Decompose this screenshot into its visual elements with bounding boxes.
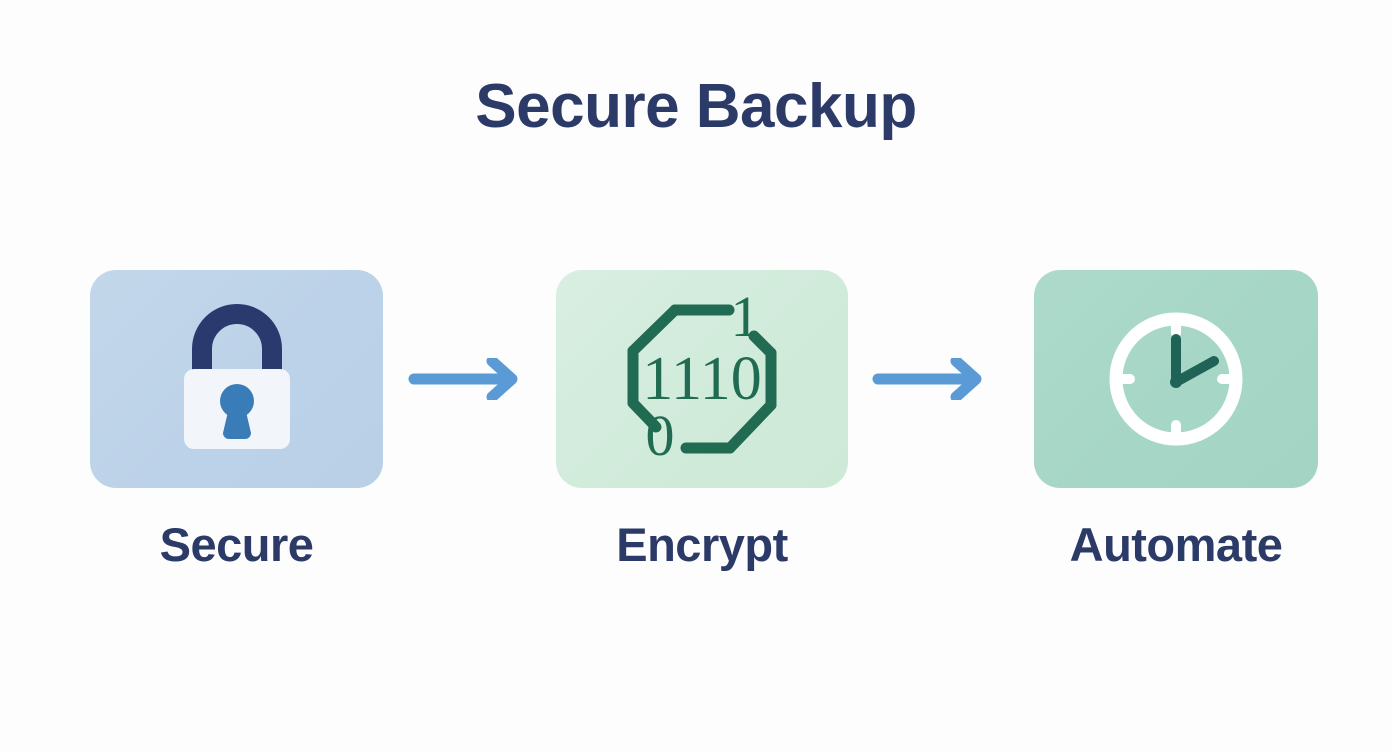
binary-octagon-icon: 1 1110 0 bbox=[627, 291, 777, 467]
binary-digits-middle: 1110 bbox=[642, 345, 761, 413]
binary-digit-bottom: 0 bbox=[646, 403, 675, 467]
page-title: Secure Backup bbox=[475, 72, 917, 141]
clock-icon bbox=[1109, 312, 1243, 446]
step-encrypt-card[interactable]: 1 1110 0 bbox=[556, 270, 848, 488]
step-encrypt[interactable]: 1 1110 0 Encrypt bbox=[556, 270, 848, 569]
step-automate-card[interactable] bbox=[1034, 270, 1318, 488]
step-automate-label: Automate bbox=[1069, 518, 1283, 571]
steps-row: Secure 1 bbox=[0, 270, 1392, 600]
step-secure-card[interactable] bbox=[90, 270, 383, 488]
step-automate[interactable]: Automate bbox=[1034, 270, 1318, 569]
step-secure-label: Secure bbox=[159, 518, 314, 571]
step-secure[interactable]: Secure bbox=[90, 270, 383, 569]
arrow-secure-to-encrypt bbox=[408, 358, 526, 400]
step-encrypt-label: Encrypt bbox=[616, 518, 788, 571]
padlock-icon bbox=[183, 304, 290, 449]
arrow-encrypt-to-automate bbox=[872, 358, 990, 400]
binary-digit-top: 1 bbox=[731, 291, 760, 349]
